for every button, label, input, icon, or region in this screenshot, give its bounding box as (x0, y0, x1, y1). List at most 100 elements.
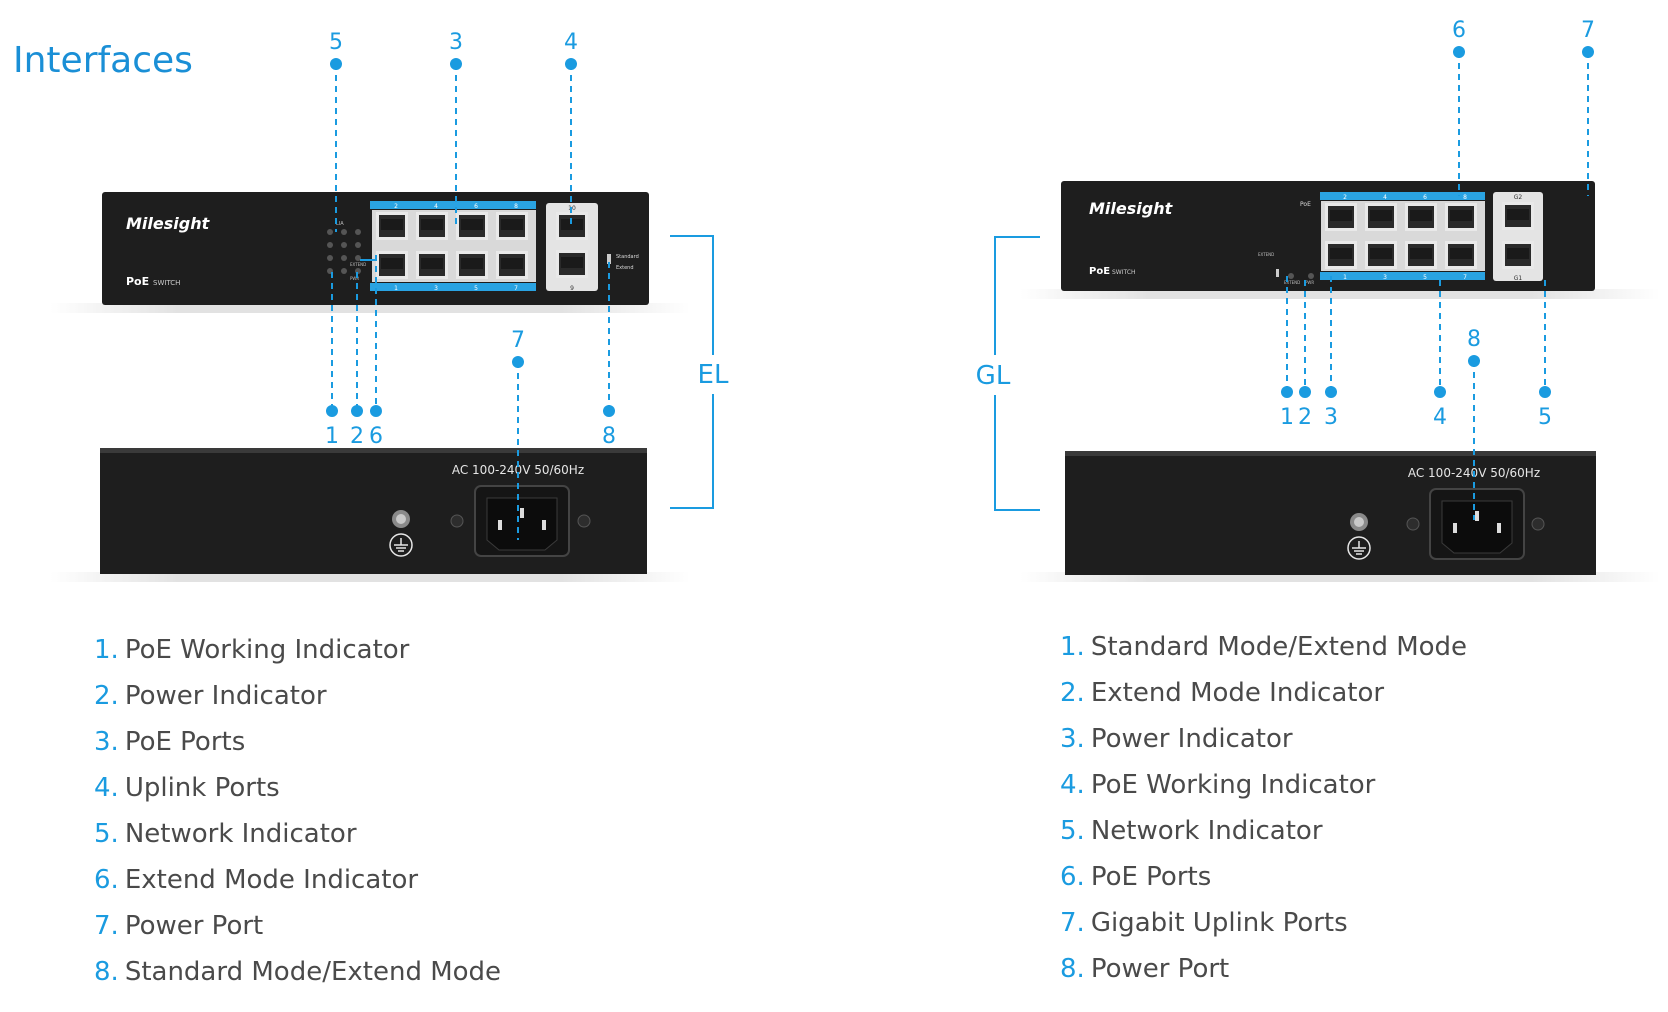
gl-port-number: 8 (1463, 194, 1467, 201)
legend-text: Power Port (1090, 954, 1230, 984)
el-uplink-ports: 10 9 (546, 203, 598, 292)
el-led (327, 229, 333, 235)
el-led (327, 255, 333, 261)
el-port-number: 8 (514, 203, 518, 210)
el-led-matrix: LIA EXTEND PWR (327, 221, 366, 281)
el-port-band-top (370, 201, 536, 209)
el-port-number: 5 (474, 285, 478, 292)
el-callout-dot (370, 405, 382, 417)
el-rj45-port (416, 212, 448, 240)
el-callout-number: 8 (602, 424, 616, 449)
el-callout-dot (450, 58, 462, 70)
el-port-number: 6 (474, 203, 478, 210)
legend-text: Power Indicator (124, 681, 327, 711)
el-callout-dot (565, 58, 577, 70)
gl-port-number: 4 (1383, 194, 1387, 201)
el-power-spec: AC 100-240V 50/60Hz (452, 463, 584, 477)
el-rj45-port (456, 212, 488, 240)
legend-number: 2. (1060, 678, 1085, 708)
gl-callout-dot (1434, 386, 1446, 398)
el-model-sub: SWITCH (153, 279, 180, 287)
el-port-number: 4 (434, 203, 438, 210)
gl-callout-number: 8 (1467, 327, 1481, 352)
gl-ground-symbol-icon (1347, 536, 1371, 560)
el-callout-numbers: 5 3 4 1 2 6 8 7 (325, 30, 616, 449)
el-rj45-port (376, 251, 408, 279)
legend-item: 6.PoE Ports (1060, 854, 1467, 900)
el-callout-number: 6 (369, 424, 383, 449)
gl-led (1288, 273, 1294, 279)
gl-uplink-label-bottom: G1 (1514, 275, 1523, 282)
legend-text: PoE Ports (1090, 862, 1212, 892)
el-group-bracket: EL (670, 235, 729, 509)
gl-model-sub: SWITCH (1112, 269, 1136, 276)
el-front-panel: Milesight PoE SWITCH LIA EXTEND PWR (50, 192, 690, 313)
el-power-socket-icon (474, 485, 570, 557)
legend-item: 3.PoE Ports (94, 719, 501, 765)
gl-uplink-label-top: G2 (1514, 194, 1523, 201)
gl-back-panel: AC 100-240V 50/60Hz (1020, 451, 1660, 582)
page-title: Interfaces (13, 40, 193, 81)
el-port-band-bottom (370, 283, 536, 291)
gl-back-lip (1065, 451, 1596, 456)
el-mount-screw-icon (577, 514, 591, 528)
gl-poe-ports: 2 4 6 8 1 3 5 7 (1320, 192, 1485, 281)
gl-callout-dot (1582, 46, 1594, 58)
gl-pwr-tag: PWR (1305, 280, 1314, 285)
legend-number: 4. (1060, 770, 1085, 800)
legend-text: Network Indicator (1090, 816, 1323, 846)
el-mount-screw-icon (450, 514, 464, 528)
legend-text: Extend Mode Indicator (124, 865, 419, 895)
gl-port-number: 6 (1423, 194, 1427, 201)
gl-group-bracket: GL (976, 236, 1040, 511)
legend-text: Power Indicator (1090, 724, 1293, 754)
gl-rj45-port (1325, 241, 1357, 269)
legend-number: 6. (1060, 862, 1085, 892)
gl-legend-list: 1.Standard Mode/Extend Mode 2.Extend Mod… (1060, 624, 1467, 992)
gl-extend-tag-top: EXTEND (1258, 252, 1274, 257)
el-rj45-port (416, 251, 448, 279)
el-back-lip (100, 448, 647, 453)
el-led (355, 229, 361, 235)
legend-item: 1.PoE Working Indicator (94, 627, 501, 673)
legend-item: 6.Extend Mode Indicator (94, 857, 501, 903)
el-callout-dot (603, 405, 615, 417)
el-port-number: 1 (394, 285, 398, 292)
gl-rj45-port (1325, 203, 1357, 231)
el-brand-logo: Milesight (126, 214, 211, 233)
legend-text: Extend Mode Indicator (1090, 678, 1385, 708)
el-ground-symbol-icon (389, 533, 413, 557)
gl-port-number: 2 (1343, 194, 1347, 201)
legend-item: 5.Network Indicator (94, 811, 501, 857)
el-uplink-label-top: 10 (568, 205, 576, 212)
gl-callouts (1281, 46, 1594, 520)
legend-text: PoE Working Indicator (124, 635, 410, 665)
legend-text: Uplink Ports (124, 773, 280, 803)
el-rj45-port (376, 212, 408, 240)
el-mode-switch: Standard Extend (607, 254, 639, 271)
el-rj45-port (496, 212, 528, 240)
gl-mount-screw-icon (1531, 517, 1545, 531)
el-led-tag-extend: EXTEND (350, 262, 366, 267)
el-port-number: 7 (514, 285, 518, 292)
gl-callout-dot (1325, 386, 1337, 398)
gl-callout-dot (1299, 386, 1311, 398)
legend-item: 7.Power Port (94, 903, 501, 949)
gl-mode-switch-knob (1276, 269, 1279, 277)
legend-item: 8.Standard Mode/Extend Mode (94, 949, 501, 995)
gl-callout-number: 6 (1452, 18, 1466, 43)
legend-number: 5. (1060, 816, 1085, 846)
el-port-number: 3 (434, 285, 438, 292)
gl-callout-number: 4 (1433, 405, 1447, 430)
el-callouts (326, 58, 615, 540)
el-model-label: PoE (126, 275, 149, 288)
gl-callout-number: 1 (1280, 405, 1294, 430)
gl-uplink-port (1502, 202, 1534, 230)
el-poe-ports: 2 4 6 8 1 3 5 7 (370, 201, 536, 292)
el-rj45-port (456, 251, 488, 279)
gl-port-number: 7 (1463, 274, 1467, 281)
el-uplink-port (556, 250, 588, 278)
legend-number: 1. (94, 635, 119, 665)
legend-number: 5. (94, 819, 119, 849)
